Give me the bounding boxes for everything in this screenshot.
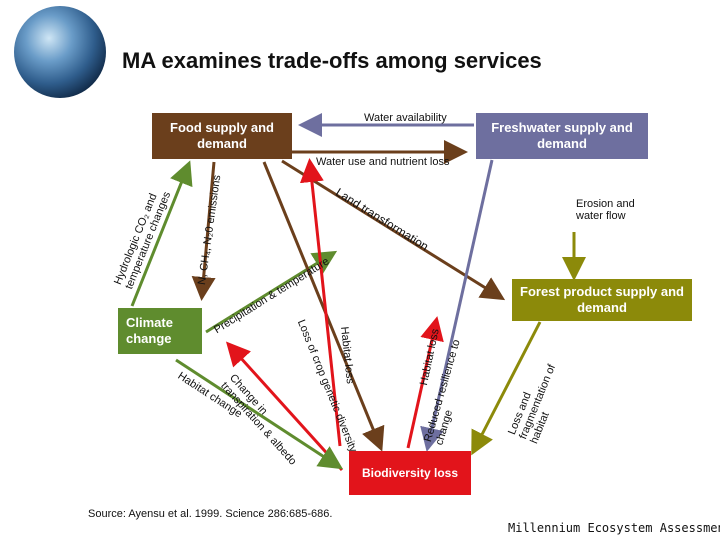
page-title: MA examines trade-offs among services [122,48,542,73]
arrow-resilience [420,159,494,452]
arrow-land-transformation [281,159,506,301]
food-supply-node: Food supply and demand [152,113,292,159]
label-water-availability: Water availability [364,112,447,124]
label-water-use: Water use and nutrient loss [316,156,450,168]
biodiversity-loss-node: Biodiversity loss [349,451,471,495]
source-citation: Source: Ayensu et al. 1999. Science 286:… [88,508,333,520]
forest-product-node: Forest product supply and demand [512,279,692,321]
climate-change-node: Climate change [118,308,202,354]
ma-logo-text: Millennium Ecosystem Assessment [508,521,720,535]
arrow-habitat-change [175,358,344,470]
globe-image [14,6,106,98]
arrow-precip-temp [205,250,338,334]
arrow-emissions [191,161,216,301]
label-erosion: Erosion and water flow [576,198,635,222]
arrow-crop-loss [262,161,385,452]
arrow-habitat-loss-2 [406,316,444,449]
freshwater-supply-node: Freshwater supply and demand [476,113,648,159]
arrow-fragmentation [471,321,542,456]
arrow-hydrologic [130,160,193,307]
arrow-habitat-loss-1 [299,158,342,447]
